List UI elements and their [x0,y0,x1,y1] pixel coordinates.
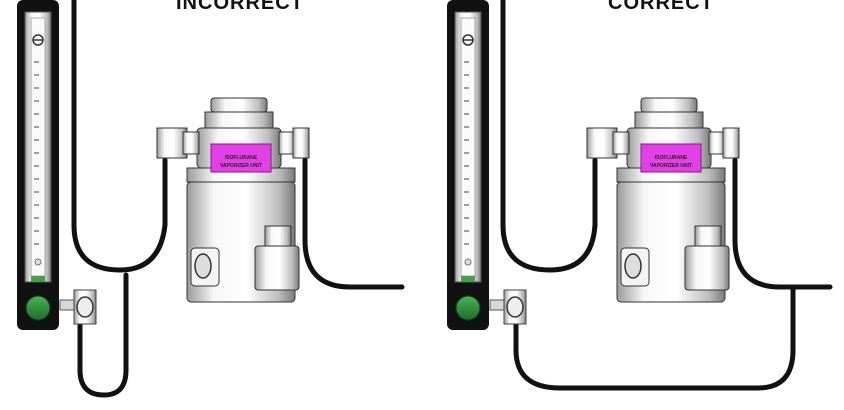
hose-correct-upper [500,0,598,273]
hose-correct-lower [513,284,796,391]
incorrect-panel: ISOFLURANE VAPORIZER UNIT [16,0,405,398]
flowmeter-outlet-icon [59,289,97,325]
correct-panel: ISOFLURANE VAPORIZER UNIT [446,0,833,391]
hose-incorrect-upper [71,0,168,273]
flowmeter-outlet-icon [489,289,527,325]
hose-incorrect-outlet [302,157,405,290]
hose-incorrect-loop [77,272,129,398]
hose-correct-outlet [732,157,833,290]
vaporizer-tag-line2: VAPORIZER UNIT [650,163,692,169]
vaporizer-tag-line2: VAPORIZER UNIT [220,163,262,169]
vaporizer-icon [586,97,740,303]
flowmeter-icon [16,0,60,331]
flowmeter-icon [446,0,490,331]
label-incorrect: INCORRECT [176,0,304,14]
vaporizer-icon [156,97,310,303]
vaporizer-tag-line1: ISOFLURANE [225,155,258,161]
vaporizer-tag-line1: ISOFLURANE [655,155,688,161]
label-correct: CORRECT [608,0,714,14]
